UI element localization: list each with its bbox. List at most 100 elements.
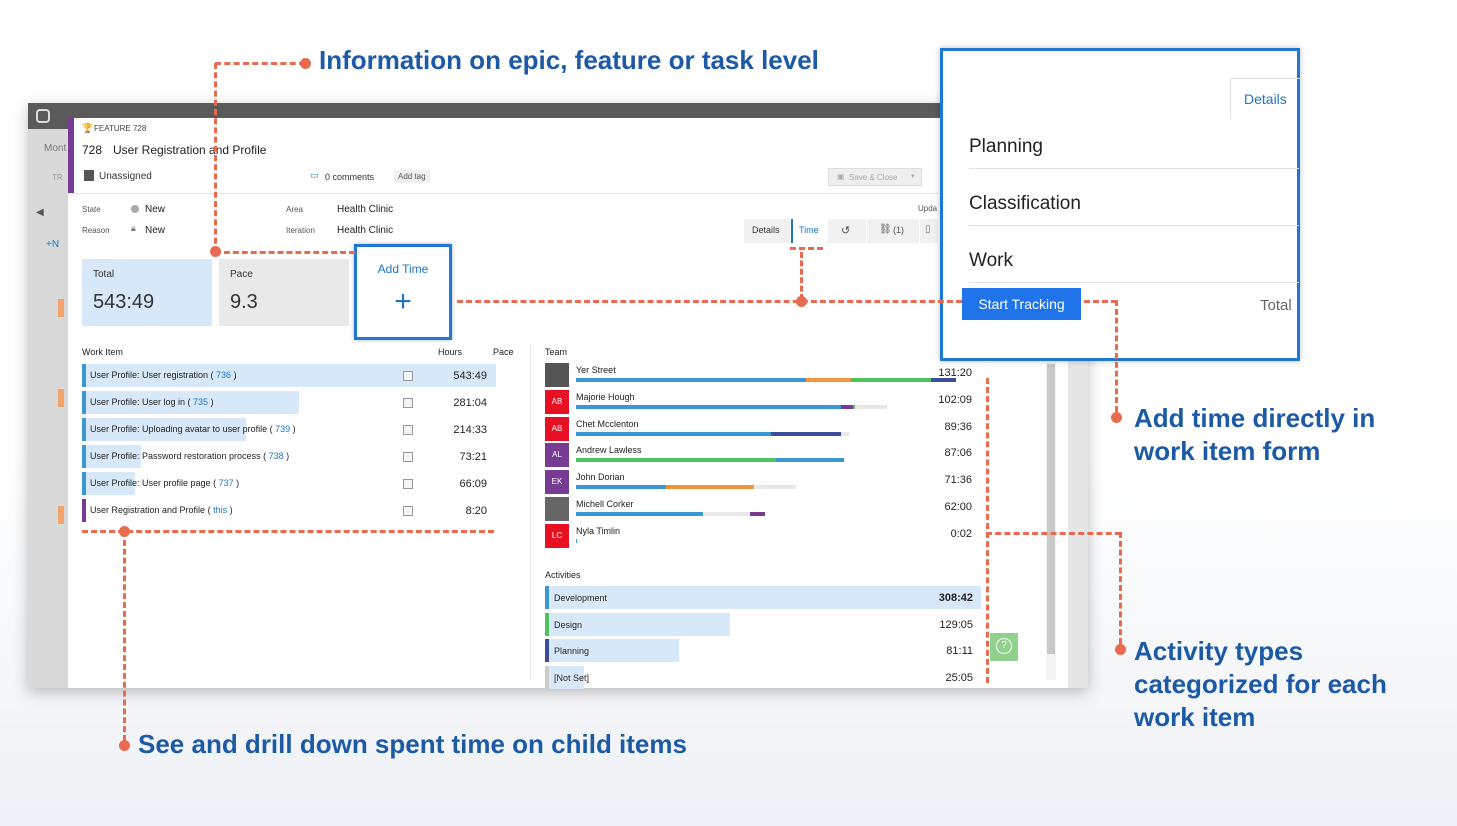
tab-links[interactable]: ⛓ (1)	[867, 219, 919, 243]
zoom-section-planning[interactable]: Planning	[969, 136, 1043, 157]
zoom-section-classification[interactable]: Classification	[969, 193, 1081, 214]
work-item-hours: 214:33	[453, 424, 487, 436]
timesheet-icon[interactable]	[403, 506, 413, 516]
timesheet-icon[interactable]	[403, 371, 413, 381]
connector-dot	[1111, 412, 1122, 423]
work-item-link[interactable]: 738	[268, 451, 284, 461]
comments-link[interactable]: 0 comments	[325, 172, 375, 182]
area-label: Area	[286, 205, 303, 214]
timesheet-icon[interactable]	[403, 479, 413, 489]
timesheet-icon[interactable]	[403, 452, 413, 462]
zoom-section-work[interactable]: Work	[969, 250, 1013, 271]
assignee-field[interactable]: Unassigned	[99, 171, 152, 182]
hours-bar	[82, 418, 246, 441]
bar-segment	[841, 404, 853, 409]
table-row[interactable]: User Profile: User registration ( 736 )5…	[82, 364, 496, 387]
iteration-value[interactable]: Health Clinic	[337, 225, 394, 236]
bar-segment	[576, 404, 841, 409]
app-logo-icon[interactable]	[36, 109, 50, 123]
activity-row[interactable]: [Not Set]25:05	[545, 665, 977, 689]
avatar: AB	[545, 416, 569, 441]
connector-line	[790, 247, 823, 250]
work-item-link[interactable]: 737	[218, 478, 234, 488]
state-value[interactable]: New	[145, 204, 166, 215]
tab-attachments[interactable]: ▯	[920, 219, 938, 243]
add-time-label: Add Time	[377, 262, 429, 276]
attachment-icon: ▯	[925, 224, 931, 235]
timesheet-icon[interactable]	[403, 425, 413, 435]
scrollbar-thumb[interactable]	[1047, 364, 1055, 654]
work-item-link[interactable]: 735	[193, 397, 209, 407]
save-close-button[interactable]: ▣ Save & Close ▾	[828, 168, 922, 186]
work-item-name: User Registration and Profile ( this )	[90, 505, 233, 515]
table-row[interactable]: User Profile: User log in ( 735 )281:04	[82, 391, 492, 414]
chevron-down-icon[interactable]: ▾	[911, 173, 915, 180]
callout-activity-line3: work item	[1134, 702, 1256, 732]
work-item-link[interactable]: 739	[275, 424, 291, 434]
tab-time[interactable]: Time	[791, 219, 827, 243]
callout-drill-down: See and drill down spent time on child i…	[138, 729, 687, 759]
work-item-link[interactable]: this	[213, 505, 228, 515]
activity-hours: 25:05	[945, 671, 973, 684]
hours-header: Hours	[438, 347, 463, 357]
tab-details[interactable]: Details	[744, 219, 790, 243]
callout-activity-types: Activity types categorized for each work…	[1134, 635, 1387, 734]
work-item-link[interactable]: 736	[216, 370, 232, 380]
bar-segment	[576, 538, 577, 543]
kpi-total-value: 543:49	[93, 291, 155, 313]
table-row[interactable]: User Registration and Profile ( this )8:…	[82, 499, 492, 522]
add-tag-button[interactable]: Add tag	[394, 170, 430, 183]
activity-hours: 81:11	[946, 645, 973, 657]
updated-label: Upda	[918, 204, 938, 213]
start-tracking-button[interactable]: Start Tracking	[962, 288, 1081, 320]
team-member-hours: 62:00	[944, 501, 972, 513]
work-item-text: User Profile: User profile page	[90, 478, 211, 488]
team-member-bar	[576, 485, 796, 490]
area-value[interactable]: Health Clinic	[337, 204, 394, 215]
timesheet-icon[interactable]	[403, 398, 413, 408]
work-item-name: User Profile: Uploading avatar to user p…	[90, 424, 296, 434]
team-member-hours: 87:06	[944, 447, 972, 460]
team-member-name: Andrew Lawless	[576, 445, 642, 456]
connector-dot	[796, 296, 807, 307]
help-button[interactable]: ?	[990, 633, 1018, 661]
table-row[interactable]: User Profile: User profile page ( 737 )6…	[82, 472, 492, 495]
header-divider	[68, 193, 938, 194]
table-row[interactable]: User Profile: Password restoration proce…	[82, 445, 492, 468]
team-member-bar	[576, 404, 887, 409]
work-item-type-label: FEATURE 728	[94, 124, 147, 133]
connector-line	[215, 251, 355, 254]
plus-icon: +	[394, 285, 412, 318]
activity-bar	[545, 612, 730, 636]
bar-segment	[841, 431, 849, 436]
table-row[interactable]: User Profile: Uploading avatar to user p…	[82, 418, 492, 441]
side-add-button[interactable]: +N	[46, 239, 60, 250]
collapse-left-icon[interactable]: ◀	[36, 207, 44, 218]
activity-name: Design	[554, 619, 583, 630]
zoom-tab-details[interactable]: Details	[1230, 78, 1301, 119]
state-dot	[131, 205, 139, 213]
callout-activity-line1: Activity types	[1134, 636, 1304, 666]
tab-history[interactable]: ↺	[828, 219, 866, 243]
kpi-total: Total 543:49	[82, 259, 212, 326]
team-member-bar	[576, 538, 577, 543]
work-item-title[interactable]: User Registration and Profile	[113, 143, 267, 157]
bar-segment	[666, 485, 754, 490]
connector-line	[986, 532, 1121, 535]
team-member-hours: 0:02	[950, 527, 972, 540]
tab-time-label: Time	[799, 225, 819, 235]
work-item-text: User Registration and Profile	[90, 505, 206, 515]
reason-value[interactable]: New	[145, 225, 166, 236]
activities-header: Activities	[545, 570, 581, 580]
add-time-button[interactable]: Add Time +	[354, 244, 452, 340]
